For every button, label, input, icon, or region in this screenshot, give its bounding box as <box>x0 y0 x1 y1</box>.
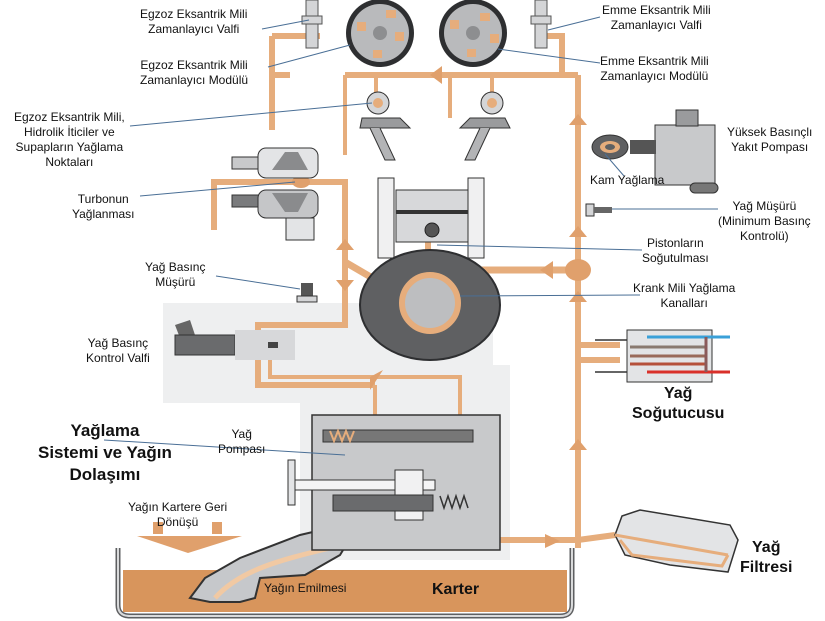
exhaust-cam-valve <box>301 0 323 49</box>
label-line: Yakıt Pompası <box>731 140 809 154</box>
label-turbo: Turbonun Yağlanması <box>72 192 134 222</box>
label-line: Zamanlayıcı Modülü <box>600 69 709 83</box>
label-line: Zamanlayıcı Modülü <box>140 73 249 87</box>
oil-pressure-switch <box>296 283 318 303</box>
label-line: Noktaları <box>45 155 94 169</box>
label-line: Yağın Kartere Geri <box>128 500 228 514</box>
label-line: Yağ <box>752 539 781 556</box>
oil-filter <box>614 509 739 573</box>
exhaust-cam-gear <box>346 0 414 67</box>
label-oil-cooler: Yağ Soğutucusu <box>632 384 724 424</box>
label-line: Yüksek Basınçlı <box>727 125 813 139</box>
label-suction: Yağın Emilmesi <box>264 581 347 595</box>
leader-lines <box>103 16 718 456</box>
label-line: Kontrol Valfi <box>86 351 150 365</box>
label-hp-fuel-pump: Yüksek Basınçlı Yakıt Pompası <box>727 125 812 155</box>
label-line: Emme Eksantrik Mili <box>602 3 711 17</box>
label-line: Egzoz Eksantrik Mili <box>140 58 248 72</box>
label-line: Kanalları <box>660 296 708 310</box>
label-exhaust-lube-points: Egzoz Eksantrik Mili, Hidrolik İticiler … <box>14 110 125 170</box>
min-pressure-switch <box>585 203 612 217</box>
title-line: Yağlama <box>70 421 140 440</box>
label-sump: Karter <box>432 581 480 598</box>
crankshaft <box>359 249 501 361</box>
turbocharger <box>231 147 319 241</box>
label-line: Zamanlayıcı Valfi <box>610 18 702 32</box>
label-line: Emme Eksantrik Mili <box>600 54 709 68</box>
label-line: Yağ <box>231 427 252 441</box>
label-line: Egzoz Eksantrik Mili <box>140 7 248 21</box>
label-intake-cam-module: Emme Eksantrik Mili Zamanlayıcı Modülü <box>600 54 709 84</box>
label-line: Soğutucusu <box>632 405 725 422</box>
diagram-title: Yağlama Sistemi ve Yağın Dolaşımı <box>38 420 172 486</box>
label-line: Filtresi <box>740 559 793 576</box>
label-oil-switch-min: Yağ Müşürü (Minimum Basınç Kontrolü) <box>718 199 811 244</box>
title-line: Sistemi ve Yağın <box>38 443 172 462</box>
title-line: Dolaşımı <box>69 465 141 484</box>
label-exhaust-cam-valve: Egzoz Eksantrik Mili Zamanlayıcı Valfi <box>140 7 247 37</box>
intake-cam-valve <box>530 0 552 49</box>
piston-cylinder <box>377 177 485 259</box>
label-oil-pump: Yağ Pompası <box>218 427 265 457</box>
label-line: Pistonların <box>647 236 704 250</box>
label-pressure-control-valve: Yağ Basınç Kontrol Valfi <box>86 336 150 366</box>
label-intake-cam-valve: Emme Eksantrik Mili Zamanlayıcı Valfi <box>602 3 711 33</box>
label-cam-lube: Kam Yağlama <box>590 173 665 187</box>
label-line: Yağ <box>663 385 693 402</box>
label-line: Zamanlayıcı Valfi <box>148 22 240 36</box>
pressure-control-valve <box>174 320 295 360</box>
label-crank-channels: Krank Mili Yağlama Kanalları <box>633 281 735 311</box>
label-oil-filter: Yağ Filtresi <box>740 538 792 578</box>
label-line: Soğutulması <box>642 251 709 265</box>
exhaust-lifter <box>359 91 412 161</box>
oil-pump <box>287 414 501 551</box>
label-line: Müşürü <box>155 275 196 289</box>
cam-lube-point <box>591 134 629 160</box>
label-line: Turbonun <box>77 192 129 206</box>
label-line: Kontrolü) <box>739 229 789 243</box>
label-line: Yağ Basınç <box>145 260 206 274</box>
label-line: Yağ Müşürü <box>732 199 797 213</box>
label-line: Pompası <box>218 442 266 456</box>
intake-cam-gear <box>439 0 507 67</box>
label-line: Yağ Basınç <box>87 336 149 350</box>
intake-lifter <box>458 91 511 161</box>
label-exhaust-cam-module: Egzoz Eksantrik Mili Zamanlayıcı Modülü <box>140 58 248 88</box>
label-line: Krank Mili Yağlama <box>633 281 736 295</box>
label-line: Supapların Yağlama <box>15 140 124 154</box>
label-line: Egzoz Eksantrik Mili, <box>14 110 125 124</box>
high-pressure-fuel-pump <box>630 109 719 194</box>
label-line: Yağlanması <box>72 207 135 221</box>
label-piston-cooling: Pistonların Soğutulması <box>642 236 709 266</box>
return-arrow <box>137 522 242 553</box>
oil-cooler <box>595 329 730 383</box>
label-return-to-sump: Yağın Kartere Geri Dönüşü <box>128 500 227 530</box>
label-line: Hidrolik İticiler ve <box>24 125 115 139</box>
label-line: (Minimum Basınç <box>718 214 811 228</box>
flow-arrows <box>292 66 591 548</box>
label-line: Dönüşü <box>156 515 199 529</box>
label-pressure-switch: Yağ Basınç Müşürü <box>145 260 205 290</box>
